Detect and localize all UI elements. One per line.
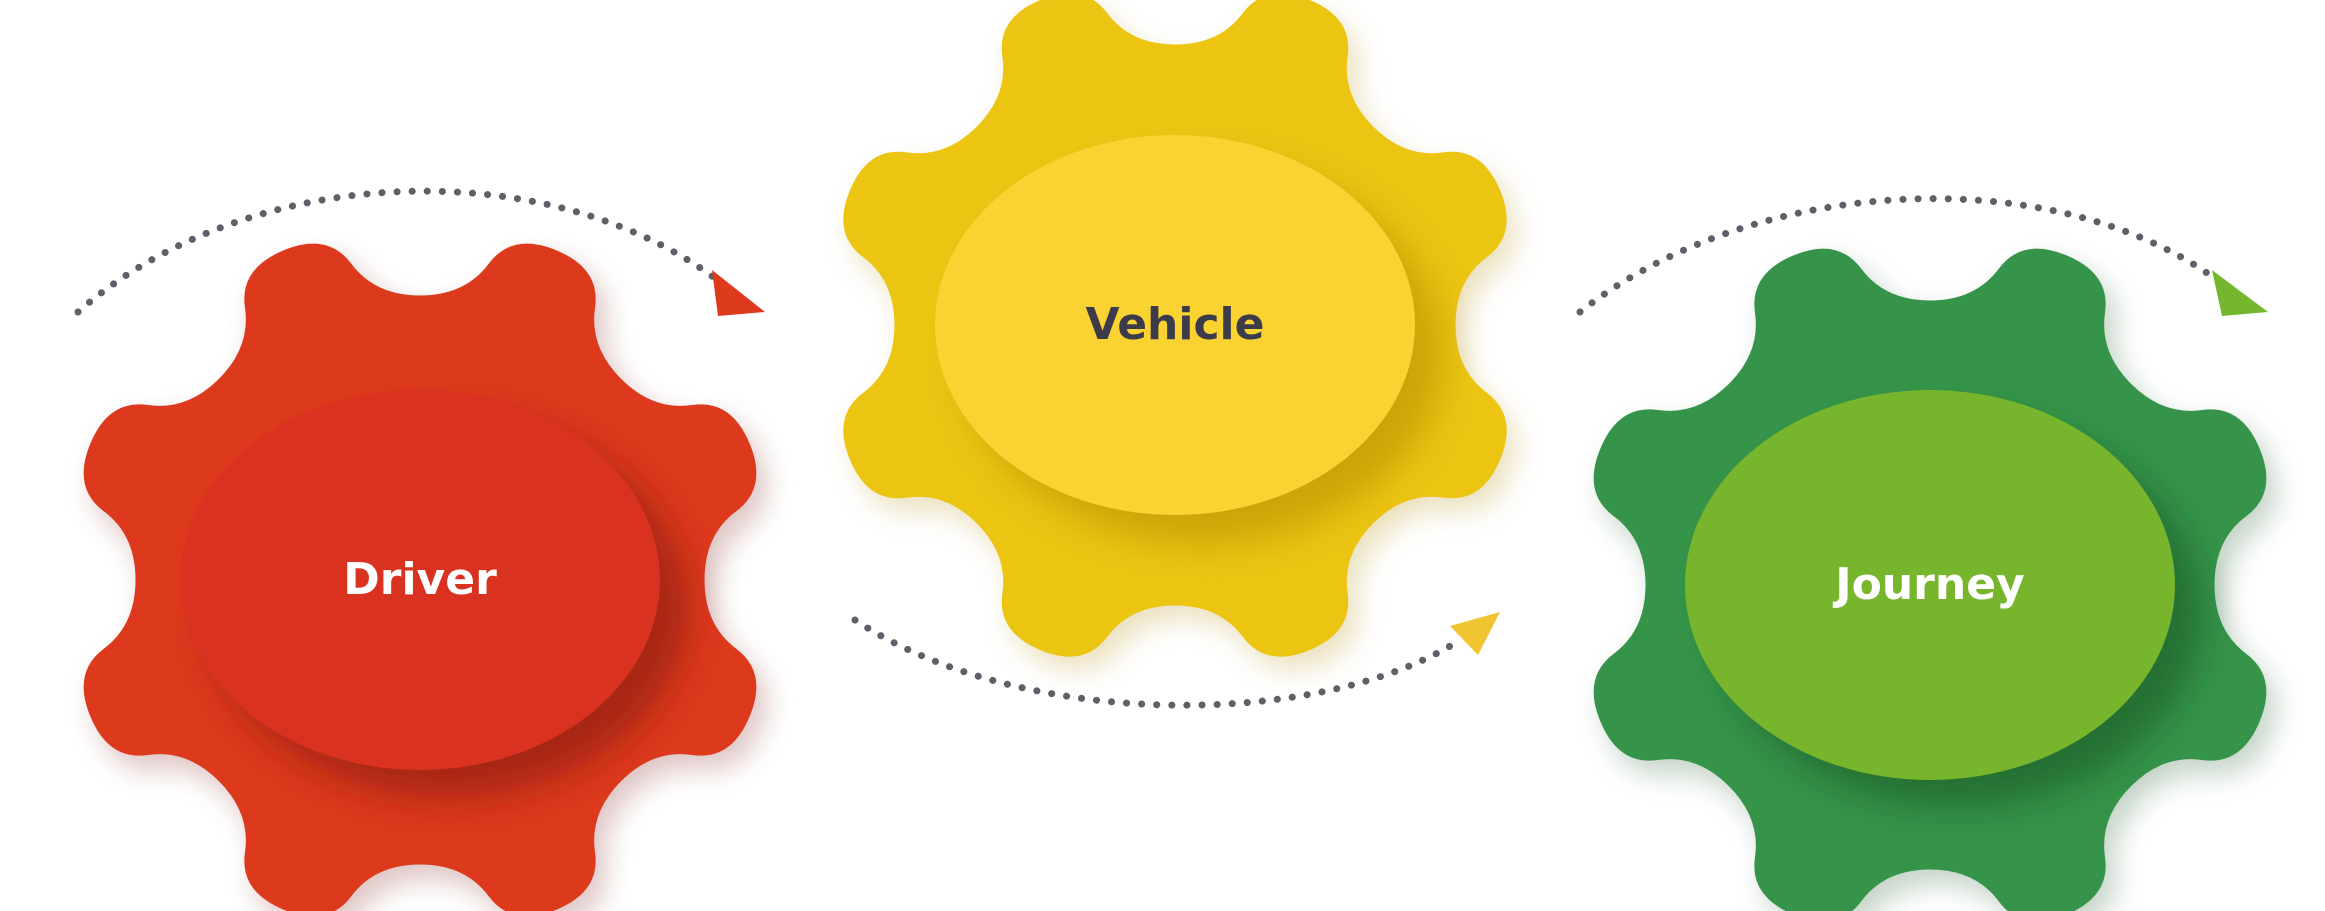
gear-hub (180, 390, 660, 770)
arrowhead-icon (1450, 612, 1500, 655)
arrow-driver-to-vehicle (74, 187, 765, 316)
gear-driver: Driver (83, 243, 767, 911)
arrow-journey-outgoing (1576, 195, 2268, 316)
gear-label-vehicle: Vehicle (1086, 299, 1265, 350)
arrowhead-icon (712, 270, 765, 316)
gear-hub (1685, 390, 2175, 780)
gear-hub (935, 135, 1415, 515)
dotted-path (1576, 195, 2234, 316)
dotted-path (74, 187, 734, 316)
dotted-path (851, 616, 1464, 709)
arrowhead-icon (2212, 270, 2268, 316)
gear-label-journey: Journey (1832, 559, 2024, 610)
gear-vehicle: Vehicle (843, 0, 1517, 671)
gear-journey: Journey (1593, 248, 2277, 911)
arrow-vehicle-to-journey-lower (851, 612, 1500, 709)
gear-label-driver: Driver (343, 554, 497, 605)
